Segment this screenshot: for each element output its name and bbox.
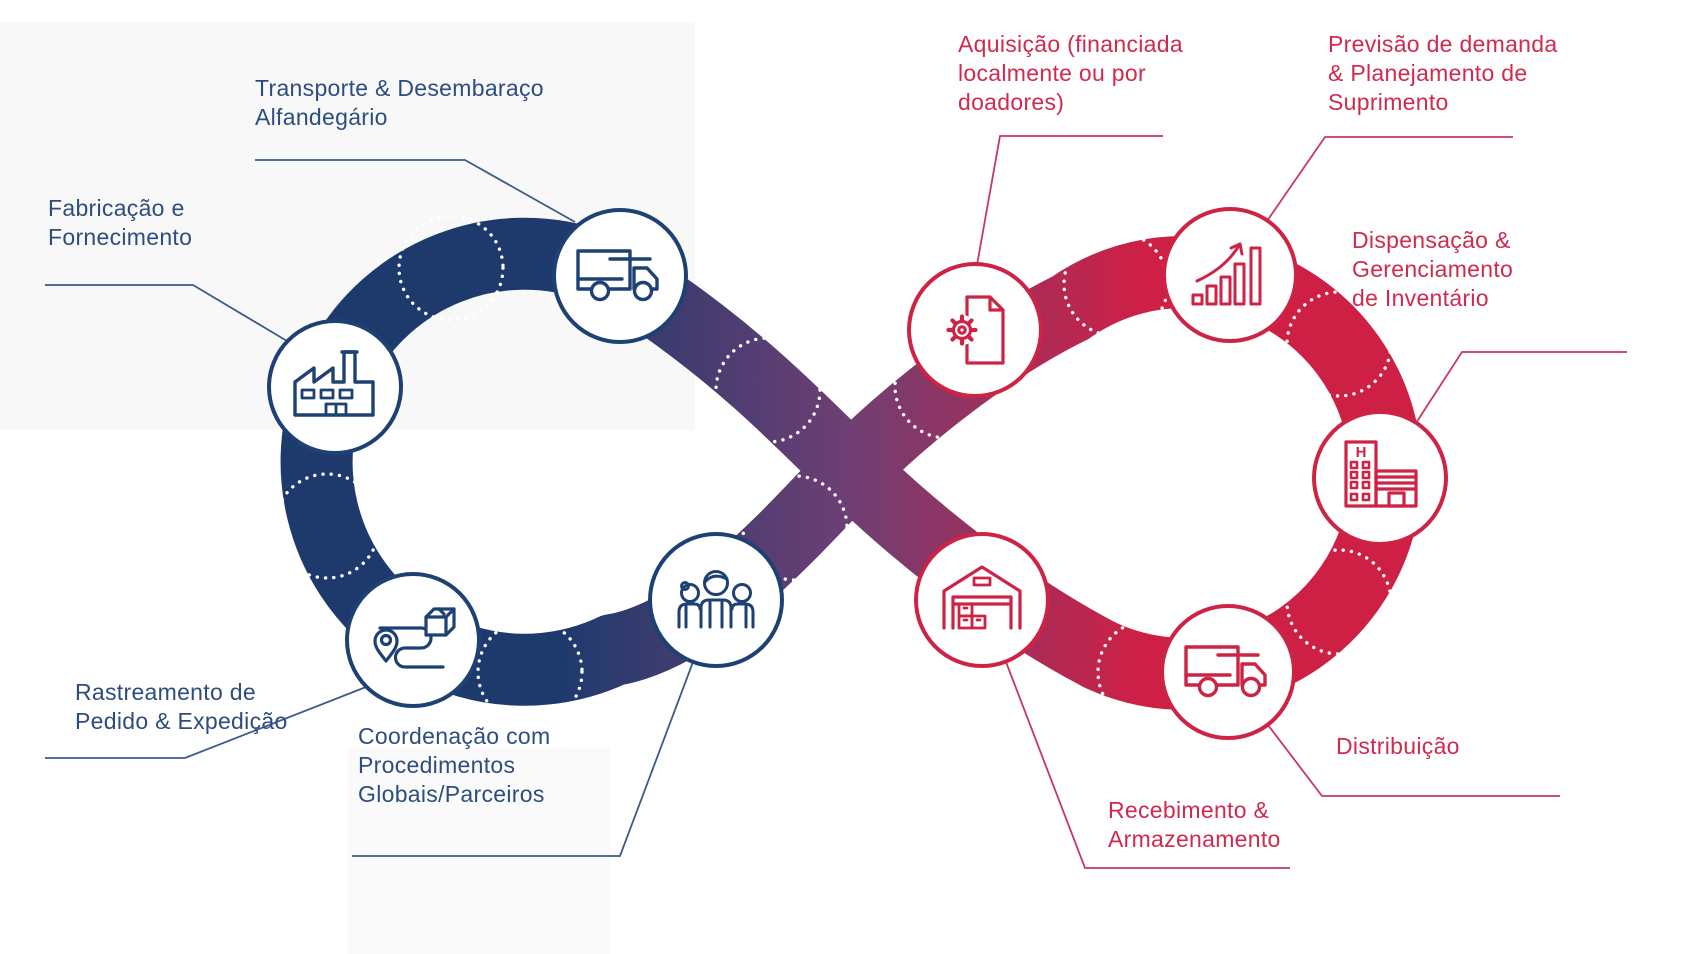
node-aquisicao bbox=[907, 262, 1043, 398]
leader-transporte bbox=[255, 159, 576, 223]
label-line: Aquisição (financiada bbox=[958, 31, 1183, 57]
label-line: Pedido & Expedição bbox=[75, 708, 288, 734]
label-line: Rastreamento de bbox=[75, 679, 256, 705]
label-dispensacao: Dispensação & Gerenciamento de Inventári… bbox=[1352, 226, 1513, 313]
dotted-marker bbox=[397, 214, 505, 322]
label-line: Procedimentos bbox=[358, 752, 516, 778]
warehouse-icon bbox=[942, 565, 1022, 630]
label-coordenacao: Coordenação com Procedimentos Globais/Pa… bbox=[358, 722, 550, 809]
label-line: Gerenciamento bbox=[1352, 256, 1514, 282]
leader-dispensacao bbox=[1415, 351, 1627, 424]
label-aquisicao: Aquisição (financiada localmente ou por … bbox=[958, 30, 1183, 117]
background-patch bbox=[348, 748, 610, 954]
label-line: Fabricação e bbox=[48, 195, 185, 221]
label-line: de Inventário bbox=[1352, 285, 1489, 311]
dotted-marker bbox=[273, 472, 381, 580]
node-fabricacao bbox=[267, 319, 403, 455]
people-team-icon bbox=[677, 570, 755, 629]
label-fabricacao: Fabricação e Fornecimento bbox=[48, 194, 192, 252]
leader-recebimento bbox=[1005, 661, 1290, 869]
leader-fabricacao bbox=[45, 284, 288, 342]
leader-aquisicao bbox=[976, 135, 1163, 266]
hospital-letter: H bbox=[1356, 444, 1367, 461]
node-circle bbox=[345, 572, 481, 708]
node-dispensacao: H bbox=[1312, 410, 1448, 546]
node-recebimento bbox=[914, 532, 1050, 668]
node-rastreamento bbox=[345, 572, 481, 708]
label-line: Coordenação com bbox=[358, 723, 551, 749]
label-distribuicao: Distribuição bbox=[1336, 732, 1460, 761]
node-distribuicao bbox=[1160, 604, 1296, 740]
label-line: Globais/Parceiros bbox=[358, 781, 545, 807]
label-line: & Planejamento de bbox=[1328, 60, 1528, 86]
label-transporte: Transporte & Desembaraço Alfandegário bbox=[255, 74, 544, 132]
label-line: Distribuição bbox=[1336, 733, 1460, 759]
leader-distribuicao bbox=[1267, 724, 1560, 797]
label-line: Fornecimento bbox=[48, 224, 193, 250]
label-line: Transporte & Desembaraço bbox=[255, 75, 544, 101]
factory-icon bbox=[293, 350, 375, 417]
leader-previsao bbox=[1266, 136, 1513, 222]
label-recebimento: Recebimento & Armazenamento bbox=[1108, 796, 1281, 854]
label-line: Previsão de demanda bbox=[1328, 31, 1558, 57]
node-circle bbox=[267, 319, 403, 455]
leader-lines-red bbox=[976, 135, 1627, 869]
node-transporte bbox=[552, 208, 688, 344]
label-line: Recebimento & bbox=[1108, 797, 1270, 823]
dotted-marker bbox=[741, 474, 849, 582]
label-previsao: Previsão de demanda & Planejamento de Su… bbox=[1328, 30, 1557, 117]
node-circle bbox=[552, 208, 688, 344]
label-line: doadores) bbox=[958, 89, 1065, 115]
dotted-marker bbox=[1285, 290, 1393, 398]
label-line: Alfandegário bbox=[255, 104, 388, 130]
leader-coordenacao bbox=[352, 661, 694, 857]
label-line: Armazenamento bbox=[1108, 826, 1281, 852]
label-line: Dispensação & bbox=[1352, 227, 1511, 253]
node-coordenacao bbox=[648, 532, 784, 668]
label-rastreamento: Rastreamento de Pedido & Expedição bbox=[75, 678, 288, 736]
dotted-marker bbox=[1285, 548, 1393, 656]
document-gear-icon bbox=[946, 295, 1005, 365]
node-circle bbox=[1162, 207, 1298, 343]
growth-chart-icon bbox=[1191, 242, 1262, 306]
dotted-marker bbox=[714, 336, 822, 444]
label-line: Suprimento bbox=[1328, 89, 1449, 115]
dotted-marker bbox=[476, 618, 584, 726]
node-previsao bbox=[1162, 207, 1298, 343]
node-circle bbox=[1160, 604, 1296, 740]
leader-lines-blue bbox=[45, 159, 694, 857]
hospital-icon: H bbox=[1344, 440, 1418, 508]
leader-rastreamento bbox=[45, 686, 367, 759]
label-line: localmente ou por bbox=[958, 60, 1146, 86]
node-circle bbox=[914, 532, 1050, 668]
package-route-icon bbox=[373, 607, 456, 669]
